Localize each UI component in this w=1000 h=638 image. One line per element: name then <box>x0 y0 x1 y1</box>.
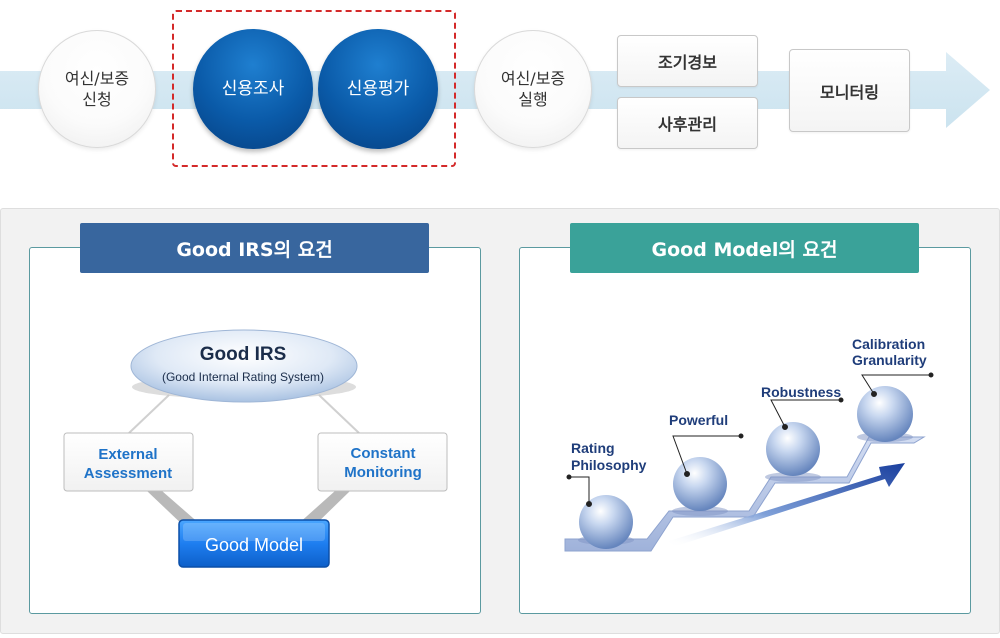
credit-process-highlight-box <box>172 10 456 167</box>
ball-powerful <box>672 457 728 516</box>
label-robustness: Robustness <box>761 384 841 400</box>
growth-arrow <box>669 463 905 547</box>
svg-text:Assessment: Assessment <box>84 465 172 482</box>
step-monitoring: 모니터링 <box>789 49 910 132</box>
label-calibration: Calibration <box>852 336 925 352</box>
label-philosophy: Philosophy <box>571 457 647 473</box>
svg-text:External: External <box>98 446 157 463</box>
good-irs-header: Good IRS의 요건 <box>80 223 429 273</box>
svg-text:Good Model: Good Model <box>205 535 303 555</box>
external-assessment-box: External Assessment <box>63 432 194 492</box>
good-irs-title: Good IRS <box>200 344 287 365</box>
step-post-management: 사후관리 <box>617 97 758 149</box>
step-credit-investigation: 신용조사 <box>193 29 313 149</box>
label-powerful: Powerful <box>669 412 728 428</box>
good-irs-ellipse: Good IRS (Good Internal Rating System) <box>130 329 358 403</box>
good-irs-subtitle: (Good Internal Rating System) <box>162 370 324 384</box>
step-credit-rating: 신용평가 <box>318 29 438 149</box>
good-model-stairs-diagram: Rating Philosophy Powerful Robustness Ca… <box>564 336 934 552</box>
svg-text:Constant: Constant <box>351 445 416 462</box>
step-early-warning: 조기경보 <box>617 35 758 87</box>
svg-text:Monitoring: Monitoring <box>344 464 421 481</box>
ball-robustness <box>765 422 821 482</box>
ball-rating-philosophy <box>578 495 634 549</box>
good-model-button: Good Model <box>178 519 330 568</box>
constant-monitoring-box: Constant Monitoring <box>317 432 448 492</box>
step-loan-execution: 여신/보증 실행 <box>474 30 592 148</box>
callout-lines <box>566 372 934 507</box>
label-granularity: Granularity <box>852 352 927 368</box>
step-loan-application: 여신/보증 신청 <box>38 30 156 148</box>
label-rating: Rating <box>571 440 615 456</box>
good-irs-diagram: Good IRS (Good Internal Rating System) E… <box>63 329 448 568</box>
ball-calibration <box>857 386 913 442</box>
good-model-header: Good Model의 요건 <box>570 223 919 273</box>
